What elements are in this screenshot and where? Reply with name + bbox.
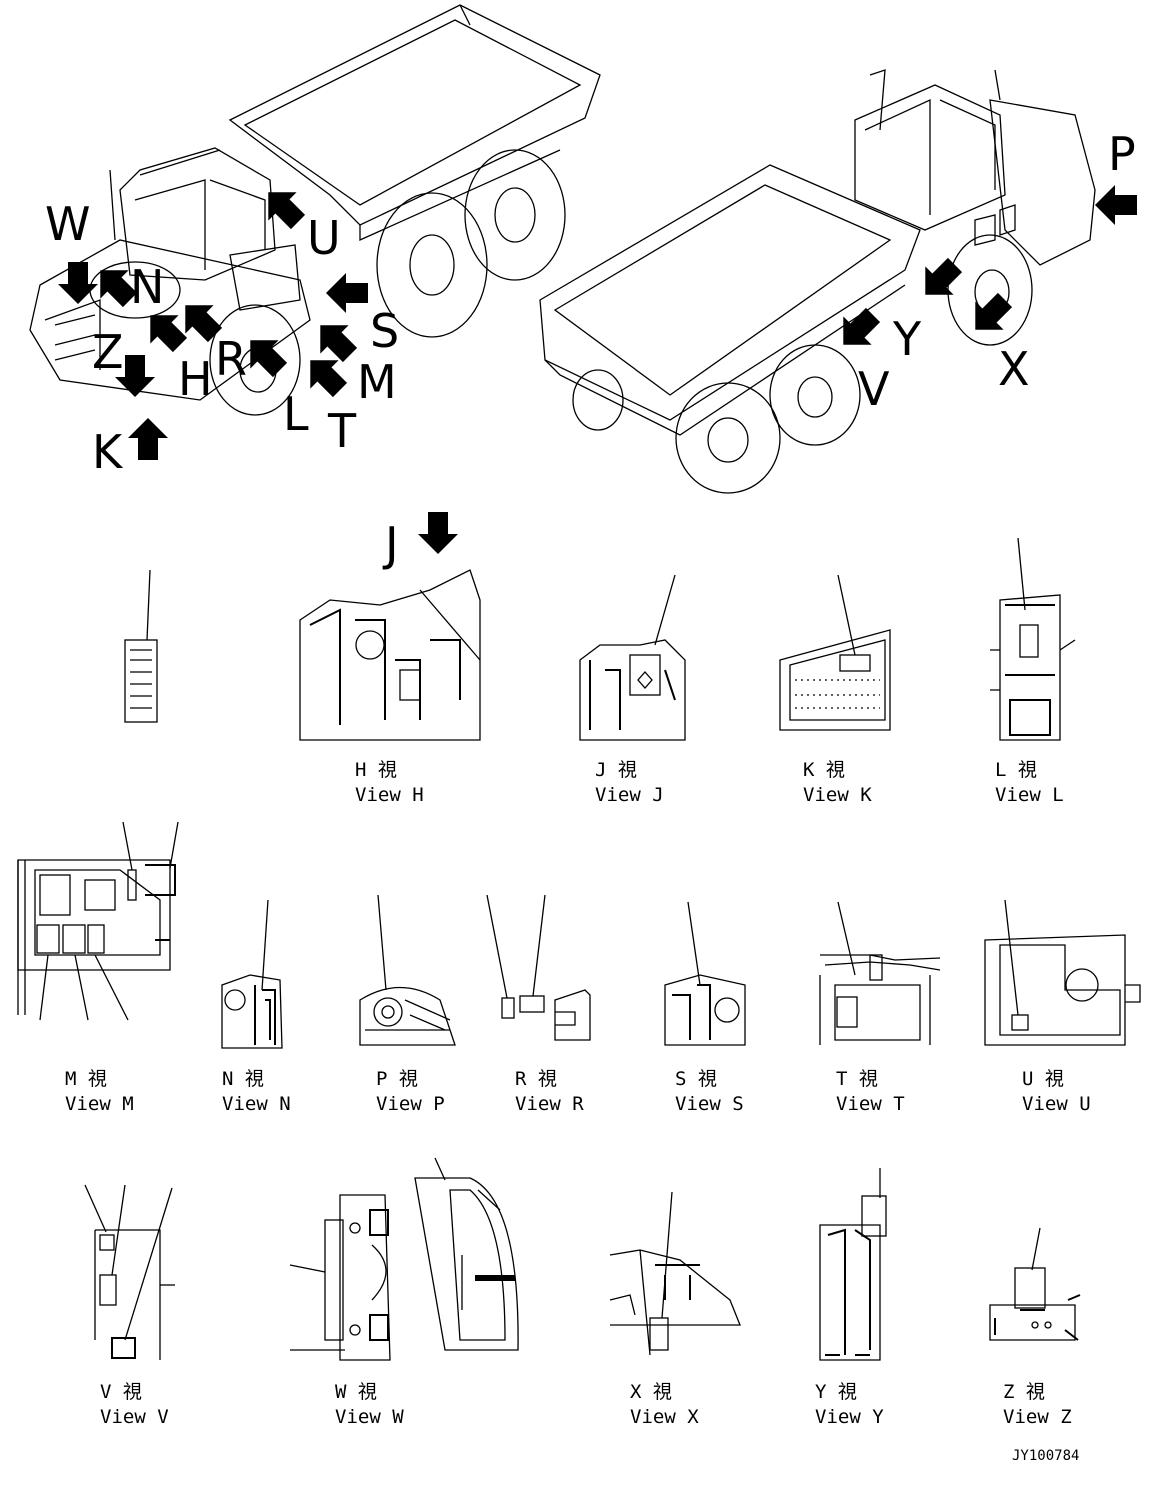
view-x-en-label: View X bbox=[630, 1406, 699, 1428]
view-h-jp-label: H 視 bbox=[355, 759, 397, 781]
arrow-label-h: H bbox=[178, 352, 213, 406]
view-k-detail: K 視 View K bbox=[779, 574, 891, 806]
view-r-en-label: View R bbox=[515, 1093, 584, 1115]
view-y-en-label: View Y bbox=[815, 1406, 884, 1428]
view-s-detail: S 視 View S bbox=[664, 901, 746, 1115]
view-p-jp-label: P 視 bbox=[376, 1068, 418, 1090]
view-u-jp-label: U 視 bbox=[1022, 1068, 1064, 1090]
view-x-detail: X 視 View X bbox=[609, 1191, 741, 1428]
view-z-jp-label: Z 視 bbox=[1003, 1381, 1045, 1403]
arrow-label-y: Y bbox=[892, 312, 922, 366]
view-k-en-label: View K bbox=[803, 784, 872, 806]
arrow-label-s: S bbox=[370, 304, 399, 358]
view-p-detail: P 視 View P bbox=[359, 894, 456, 1115]
view-y-jp-label: Y 視 bbox=[815, 1381, 857, 1403]
view-t-detail: T 視 View T bbox=[819, 901, 941, 1115]
view-y-detail: Y 視 View Y bbox=[815, 1168, 887, 1428]
view-u-detail: U 視 View U bbox=[984, 899, 1141, 1115]
decal-detail bbox=[124, 569, 158, 723]
view-t-en-label: View T bbox=[836, 1093, 905, 1115]
view-m-detail: M 視 View M bbox=[17, 821, 179, 1115]
view-w-jp-label: W 視 bbox=[335, 1381, 377, 1403]
view-p-en-label: View P bbox=[376, 1093, 445, 1115]
view-w-en-label: View W bbox=[335, 1406, 404, 1428]
arrow-label-j: J bbox=[382, 517, 399, 571]
view-l-jp-label: L 視 bbox=[995, 759, 1037, 781]
view-n-en-label: View N bbox=[222, 1093, 291, 1115]
view-r-detail: R 視 View R bbox=[486, 894, 591, 1115]
view-v-en-label: View V bbox=[100, 1406, 169, 1428]
view-m-en-label: View M bbox=[65, 1093, 134, 1115]
view-s-en-label: View S bbox=[675, 1093, 744, 1115]
arrow-label-v: V bbox=[858, 362, 890, 416]
arrow-label-m: M bbox=[357, 355, 397, 409]
arrow-label-l: L bbox=[283, 387, 309, 441]
view-z-en-label: View Z bbox=[1003, 1406, 1072, 1428]
view-l-detail: L 視 View L bbox=[990, 537, 1076, 806]
view-j-en-label: View J bbox=[595, 784, 664, 806]
view-j-jp-label: J 視 bbox=[595, 759, 637, 781]
view-h-detail: J H 視 View H bbox=[299, 512, 481, 806]
arrow-label-p: P bbox=[1108, 127, 1136, 181]
view-n-jp-label: N 視 bbox=[222, 1068, 264, 1090]
view-h-en-label: View H bbox=[355, 784, 424, 806]
view-x-jp-label: X 視 bbox=[630, 1381, 672, 1403]
arrow-label-w: W bbox=[45, 197, 90, 251]
view-l-en-label: View L bbox=[995, 784, 1064, 806]
view-v-jp-label: V 視 bbox=[100, 1381, 142, 1403]
view-u-en-label: View U bbox=[1022, 1093, 1091, 1115]
arrow-label-z: Z bbox=[92, 325, 124, 379]
drawing-code: JY100784 bbox=[1012, 1448, 1079, 1464]
view-w-detail: W 視 View W bbox=[289, 1157, 519, 1428]
view-n-detail: N 視 View N bbox=[221, 899, 291, 1115]
arrow-label-k: K bbox=[92, 425, 124, 479]
view-s-jp-label: S 視 bbox=[675, 1068, 717, 1090]
truck-front-view: W N Z H R K L T M S U bbox=[29, 4, 601, 479]
view-m-jp-label: M 視 bbox=[65, 1068, 107, 1090]
view-z-detail: Z 視 View Z bbox=[989, 1227, 1081, 1428]
arrow-label-u: U bbox=[307, 211, 341, 265]
arrow-label-r: R bbox=[215, 332, 247, 386]
view-j-detail: J 視 View J bbox=[579, 574, 686, 806]
arrow-label-n: N bbox=[130, 260, 164, 314]
arrow-label-x: X bbox=[998, 342, 1030, 396]
view-k-jp-label: K 視 bbox=[803, 759, 845, 781]
truck-rear-view: P Y X V bbox=[539, 69, 1137, 494]
arrow-label-t: T bbox=[327, 404, 357, 458]
view-v-detail: V 視 View V bbox=[84, 1184, 175, 1428]
view-t-jp-label: T 視 bbox=[836, 1068, 878, 1090]
view-r-jp-label: R 視 bbox=[515, 1068, 557, 1090]
